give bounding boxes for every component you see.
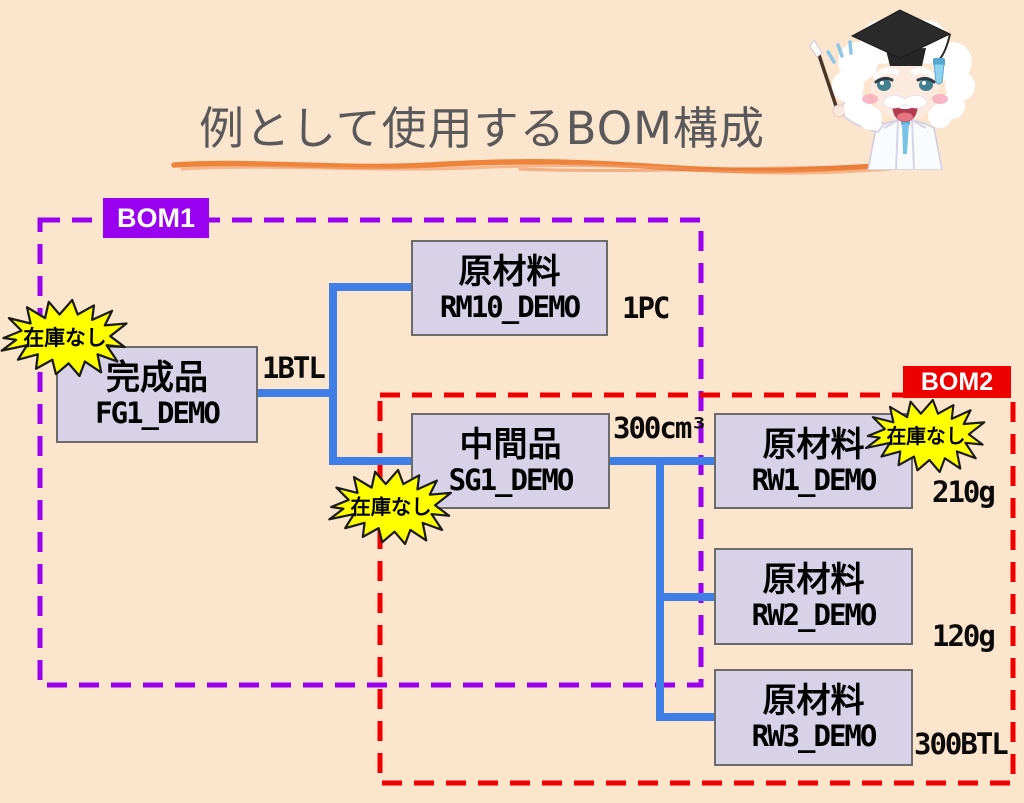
qty-label-rw2: 120g (932, 619, 996, 653)
qty-label-fg1: 1BTL (262, 351, 326, 385)
no-stock-badge-sg1: 在庫なし (326, 468, 456, 546)
no-stock-badge-fg1: 在庫なし (0, 298, 132, 378)
no-stock-text: 在庫なし (887, 425, 966, 448)
node-intermediate-sg1: 中間品 SG1_DEMO (411, 413, 610, 509)
qty-label-sg1: 300cm³ (613, 411, 708, 445)
node-code-label: RM10_DEMO (439, 289, 581, 324)
node-code-label: RW2_DEMO (751, 598, 878, 633)
connector-lines (256, 283, 714, 721)
bom2-label: BOM2 (903, 366, 1011, 398)
qty-label-rw3: 300BTL (914, 727, 1009, 761)
node-code-label: RW3_DEMO (751, 719, 878, 754)
node-type-label: 原材料 (762, 681, 865, 722)
starburst-shape (864, 398, 986, 474)
graduation-cap (850, 9, 952, 85)
node-type-label: 原材料 (762, 424, 865, 465)
qty-label-rw1: 210g (932, 475, 996, 509)
starburst-shape (0, 298, 128, 378)
page-title: 例として使用するBOM構成 (199, 102, 765, 155)
sparkle-marks (826, 40, 853, 64)
no-stock-badge-rw1: 在庫なし (860, 398, 992, 474)
title-underline (171, 159, 923, 175)
node-type-label: 原材料 (762, 560, 865, 601)
professor-mascot-illustration (809, 9, 975, 170)
no-stock-text: 在庫なし (23, 326, 106, 350)
node-code-label: RW1_DEMO (751, 462, 878, 497)
node-code-label: FG1_DEMO (95, 396, 221, 431)
node-raw-material-rw2: 原材料 RW2_DEMO (714, 548, 913, 645)
node-code-label: SG1_DEMO (448, 462, 575, 497)
node-type-label: 中間品 (459, 424, 562, 465)
node-raw-material-rw3: 原材料 RW3_DEMO (714, 669, 913, 766)
node-raw-material-rw1: 原材料 RW1_DEMO (714, 413, 913, 509)
no-stock-text: 在庫なし (350, 495, 431, 519)
node-type-label: 原材料 (458, 251, 561, 292)
qty-label-rm10: 1PC (622, 291, 670, 325)
node-raw-material-rm10: 原材料 RM10_DEMO (411, 240, 608, 336)
bom1-dashed-border (37, 217, 704, 688)
starburst-shape (328, 468, 453, 546)
node-type-label: 完成品 (106, 358, 208, 399)
pointer-stick (816, 51, 840, 113)
bom1-label: BOM1 (103, 198, 209, 238)
